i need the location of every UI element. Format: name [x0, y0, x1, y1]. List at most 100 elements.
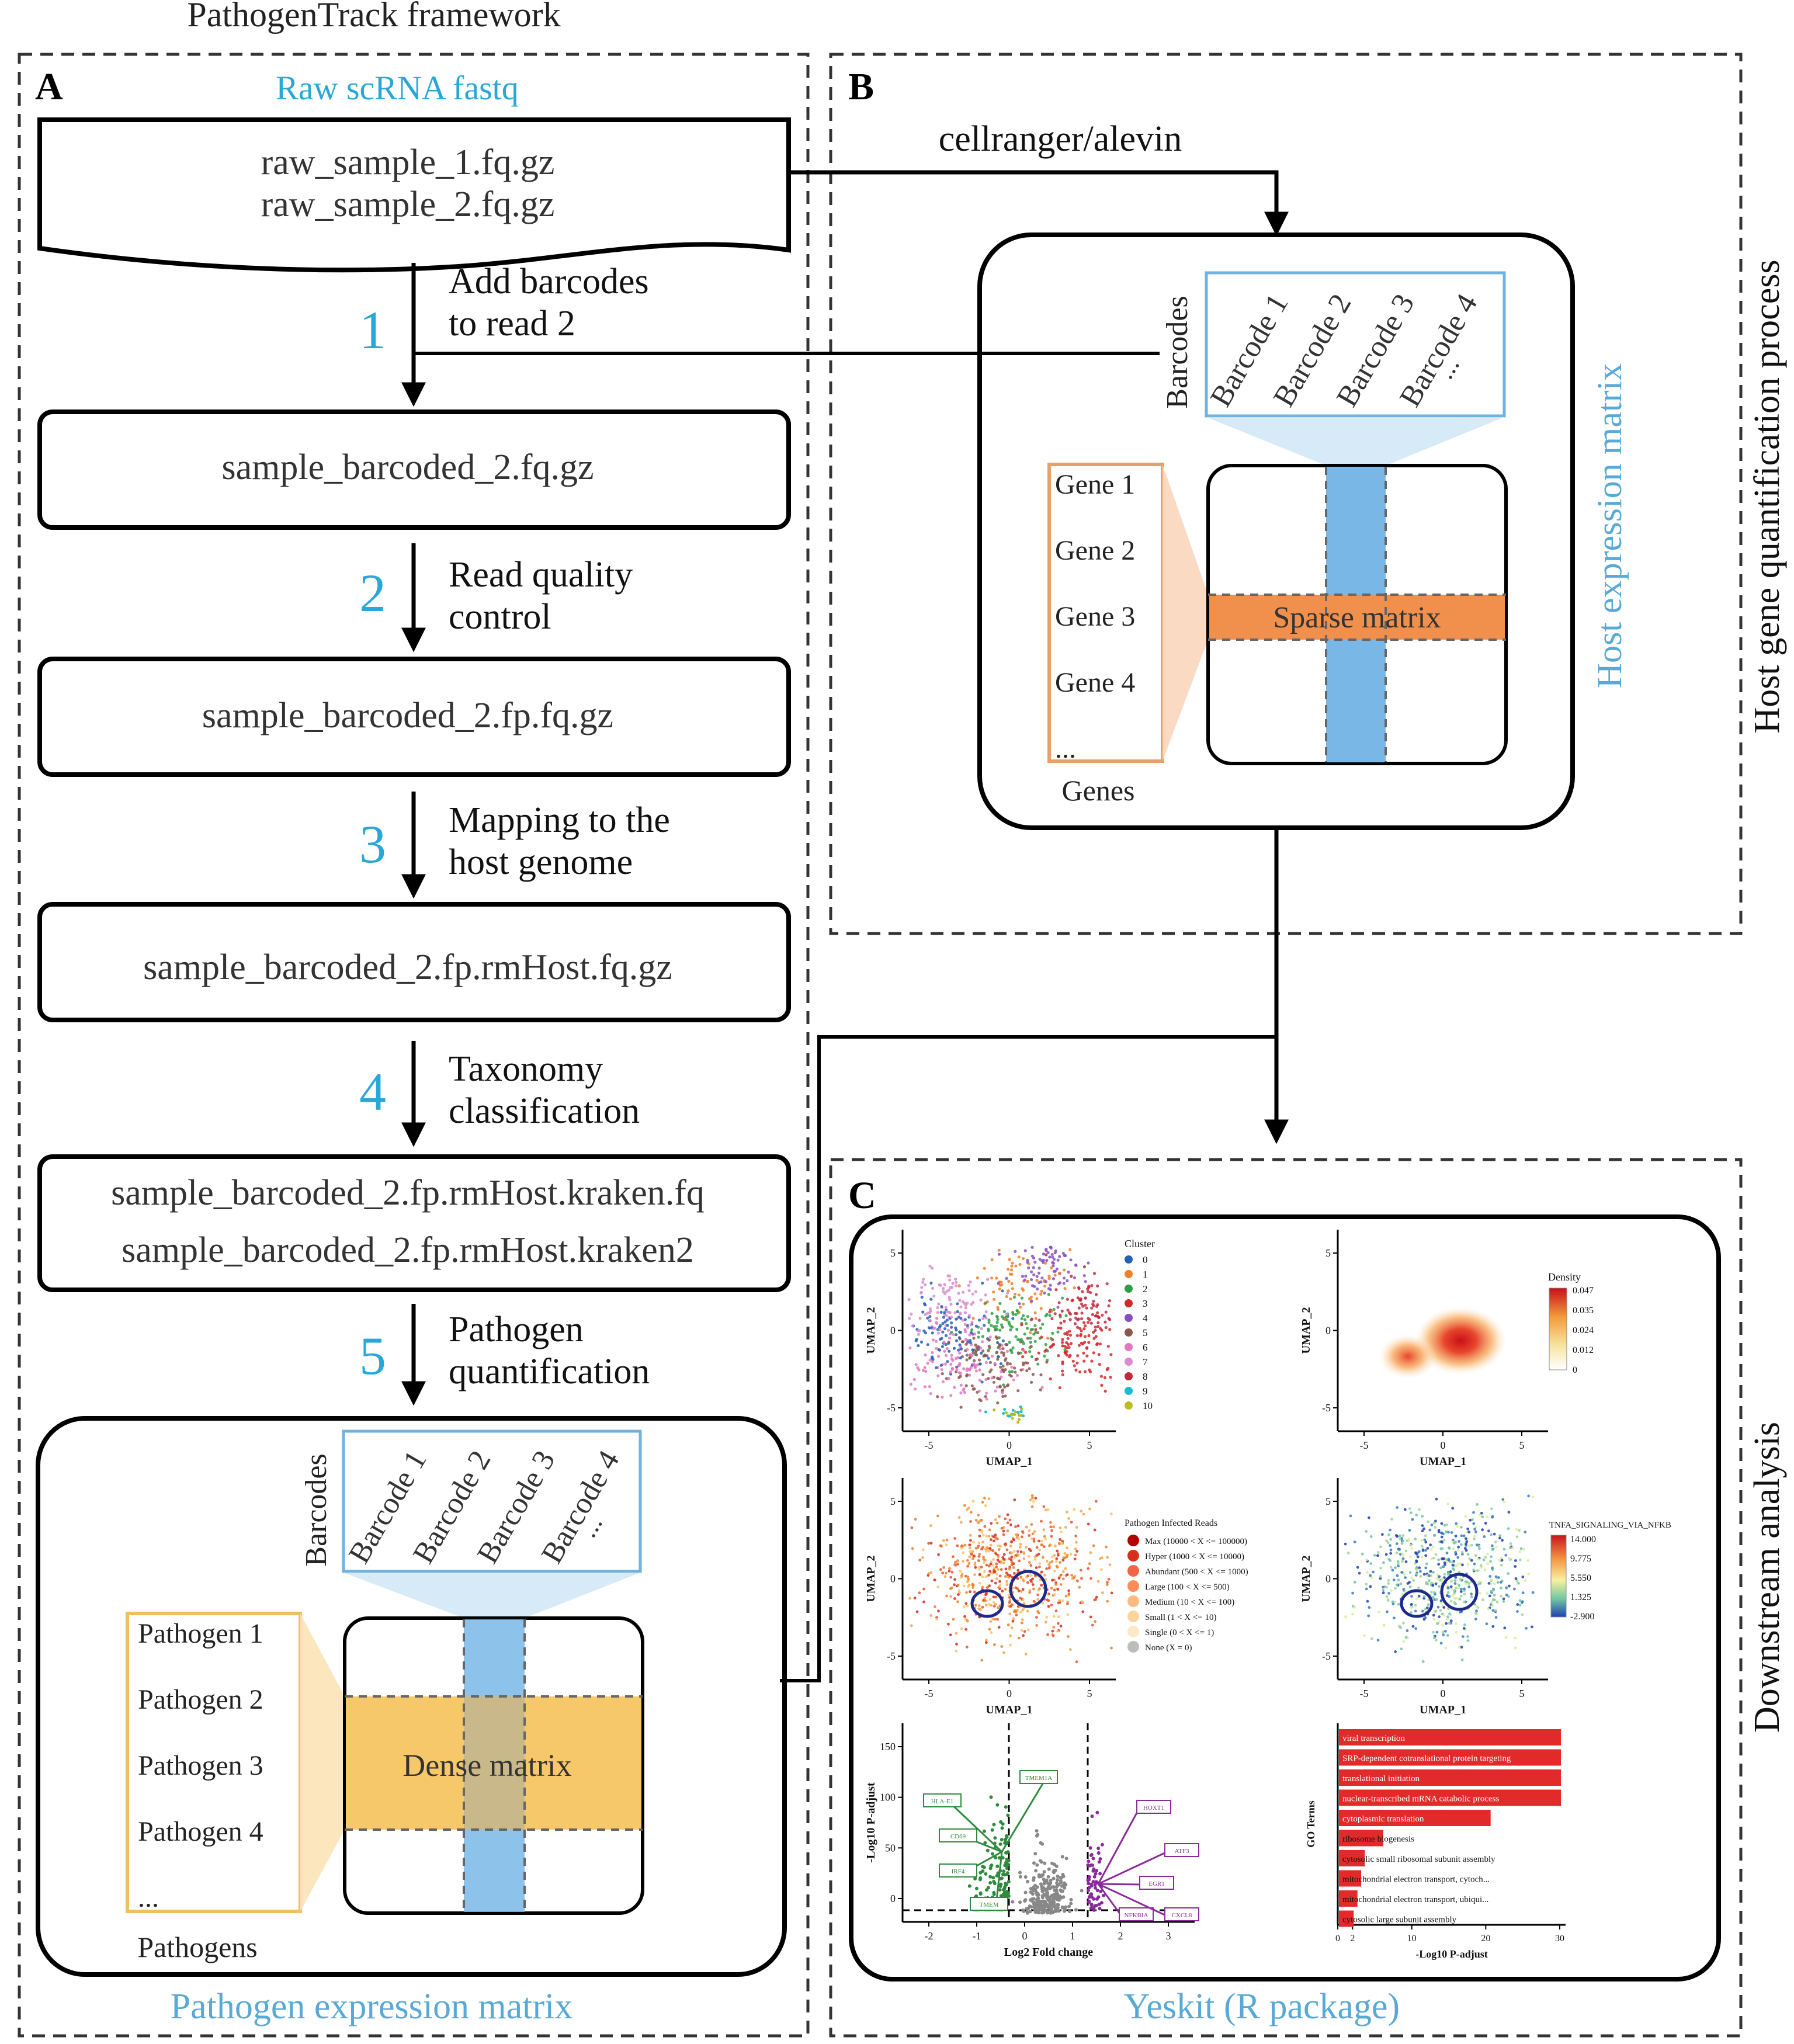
x-tick-label: 5 — [1519, 1688, 1525, 1699]
legend-swatch — [1127, 1535, 1139, 1546]
x-axis-label: UMAP_1 — [986, 1703, 1033, 1716]
cluster-outline — [1009, 1570, 1047, 1608]
figure-title: PathogenTrack framework — [187, 0, 560, 34]
gene-label-down: IRF4 — [952, 1868, 965, 1875]
go-term-label: mitochondrial electron transport, cytoch… — [1342, 1875, 1490, 1885]
y-tick-label: 150 — [880, 1741, 896, 1753]
file-rmhost: sample_barcoded_2.fp.rmHost.fq.gz — [143, 948, 672, 987]
colorbar-label: 0.024 — [1573, 1325, 1594, 1335]
step-4-number: 4 — [359, 1062, 386, 1122]
legend-label: Medium (10 < X <= 100) — [1145, 1598, 1234, 1607]
y-tick-label: 5 — [890, 1495, 896, 1507]
host-matrix-caption: Host expression matrix — [1590, 363, 1629, 689]
cellranger-label: cellranger/alevin — [939, 119, 1182, 159]
tnfa-points — [1344, 1494, 1535, 1663]
gene-row-label: Gene 4 — [1055, 667, 1135, 698]
host-barcode-header — [1205, 271, 1506, 418]
step-1-text-2: to read 2 — [449, 304, 575, 343]
x-tick-label: 0 — [1441, 1688, 1446, 1699]
y-tick-label: -5 — [1322, 1650, 1331, 1662]
pathogen-row-projection — [300, 1613, 345, 1911]
x-tick-label: 0 — [1022, 1930, 1028, 1942]
legend-label: Hyper (1000 < X <= 10000) — [1145, 1552, 1244, 1561]
gene-row-label: Gene 3 — [1055, 601, 1135, 632]
legend-swatch — [1125, 1401, 1133, 1410]
legend-swatch — [1125, 1343, 1133, 1351]
sparse-row-band — [1209, 595, 1505, 640]
go-bar — [1339, 1749, 1561, 1766]
x-tick-label: 0 — [1007, 1688, 1012, 1699]
go-bar — [1339, 1789, 1561, 1806]
go-bar — [1339, 1810, 1491, 1826]
gene-list-box — [1047, 463, 1164, 763]
x-axis-label: UMAP_1 — [1420, 1703, 1466, 1716]
y-tick-label: -5 — [1322, 1402, 1331, 1414]
file-box-rmhost — [37, 902, 791, 1022]
x-tick-label: 3 — [1166, 1930, 1171, 1942]
gene-label-up: NFKBIA — [1125, 1912, 1148, 1919]
genes-title: Genes — [1062, 774, 1135, 807]
file-box-kraken — [37, 1154, 791, 1292]
panel-c-label: C — [848, 1174, 876, 1217]
x-tick-label: 20 — [1481, 1934, 1490, 1944]
infected-points — [908, 1494, 1113, 1664]
x-tick-label: -5 — [1360, 1688, 1369, 1699]
y-tick-label: -5 — [887, 1650, 896, 1662]
gene-tag-up — [1139, 1876, 1174, 1890]
step-5-text-2: quantification — [449, 1352, 650, 1391]
pathogen-list-box — [126, 1612, 302, 1913]
yeskit-caption: Yeskit (R package) — [1124, 1987, 1400, 2026]
legend-label: Single (0 < X <= 1) — [1145, 1628, 1214, 1637]
gene-label-up: CXCL8 — [1172, 1912, 1192, 1919]
step-3-number: 3 — [359, 814, 386, 874]
file-box-barcoded — [37, 410, 791, 530]
gene-row-label: Gene 1 — [1055, 469, 1135, 500]
y-tick-label: 5 — [1325, 1495, 1331, 1507]
x-tick-label: 0 — [1007, 1439, 1012, 1451]
legend-swatch — [1127, 1565, 1139, 1577]
step-2-text-1: Read quality — [449, 555, 633, 595]
legend-title: Pathogen Infected Reads — [1125, 1518, 1217, 1528]
legend-swatch — [1125, 1285, 1133, 1293]
pathogen-row-label: Pathogen 3 — [138, 1750, 263, 1781]
cluster-outline — [970, 1589, 1004, 1618]
pathogen-barcode-header — [342, 1429, 642, 1573]
gene-tag-down — [1019, 1770, 1058, 1784]
step-1-text-1: Add barcodes — [449, 262, 649, 301]
go-bar — [1339, 1830, 1383, 1847]
tnfa-colorbar — [1550, 1535, 1567, 1618]
legend-swatch — [1125, 1328, 1133, 1337]
y-axis-label: -Log10 P-adjust — [865, 1782, 877, 1863]
go-term-label: mitochondrial electron transport, ubiqui… — [1342, 1895, 1488, 1904]
x-tick-label: 10 — [1407, 1934, 1417, 1944]
cluster-outline — [1400, 1589, 1434, 1618]
file-kraken2: sample_barcoded_2.fp.rmHost.kraken2 — [122, 1230, 694, 1270]
gene-tag-down — [923, 1793, 962, 1807]
colorbar-label: 0.047 — [1573, 1286, 1594, 1296]
x-tick-label: 5 — [1519, 1439, 1525, 1451]
legend-swatch — [1125, 1314, 1133, 1322]
colorbar-label: -2.900 — [1570, 1612, 1594, 1622]
go-bar — [1339, 1870, 1361, 1887]
dense-matrix-label: Dense matrix — [402, 1748, 571, 1783]
x-tick-label: 2 — [1350, 1934, 1355, 1944]
x-tick-label: -2 — [925, 1930, 934, 1942]
host-column-projection — [1206, 417, 1504, 466]
pathogen-to-downstream-connector — [780, 1035, 1276, 1682]
step-3-text-1: Mapping to the — [449, 800, 670, 840]
legend-swatch — [1125, 1358, 1133, 1366]
x-axis-label: UMAP_1 — [1420, 1455, 1466, 1468]
legend-swatch — [1125, 1387, 1133, 1395]
raw-to-host-arrow — [789, 170, 1289, 237]
x-tick-label: 2 — [1118, 1930, 1123, 1942]
legend-label: 3 — [1143, 1298, 1148, 1309]
step-5-number: 5 — [359, 1326, 386, 1386]
colorbar-label: 5.550 — [1570, 1573, 1591, 1583]
x-axis-label: UMAP_1 — [986, 1455, 1033, 1468]
go-bar — [1339, 1729, 1561, 1745]
go-bar — [1339, 1890, 1358, 1907]
